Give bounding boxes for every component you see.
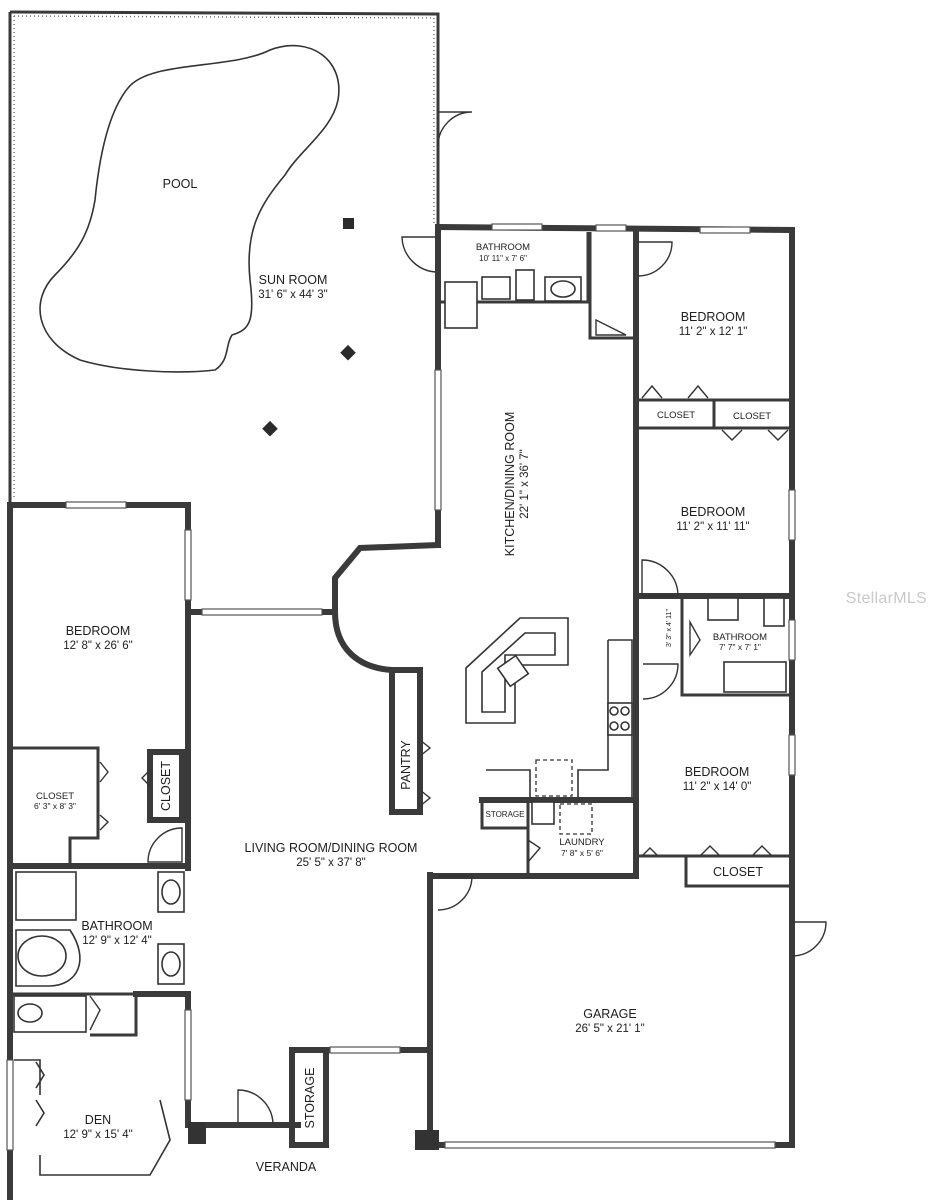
- pool-outline: [39, 44, 340, 373]
- bathroom-w: [7, 863, 191, 1037]
- bathroom-top-label: BATHROOM: [476, 242, 530, 253]
- storage-kitchen-label: STORAGE: [486, 810, 525, 819]
- bedroom-se-label: BEDROOM: [685, 765, 750, 779]
- hall-dims: 3' 3" x 4' 11": [666, 609, 673, 647]
- closet-w-dims: 6' 3" x 8' 3": [34, 801, 76, 811]
- closet-ne-1-label: CLOSET: [657, 410, 695, 421]
- bathroom-e-label: BATHROOM: [713, 632, 767, 643]
- den: [14, 991, 191, 1176]
- sun-room-label: SUN ROOM: [259, 273, 328, 287]
- closet-door: [641, 384, 789, 441]
- hall-wall: [588, 232, 638, 340]
- watermark: StellarMLS: [845, 590, 927, 607]
- door-swing: [641, 559, 679, 597]
- bedroom-se-dims: 11' 2" x 14' 0": [683, 781, 752, 793]
- bathroom-w-dims: 12' 9" x 12' 4": [82, 935, 151, 947]
- column-post: [262, 420, 278, 437]
- bedroom-se-walls: [427, 597, 639, 879]
- exterior-walls: [7, 223, 795, 1200]
- door-swing: [791, 921, 827, 957]
- kitchen-counter: [486, 639, 633, 800]
- storage-front-label: STORAGE: [303, 1068, 317, 1129]
- garage-dims: 26' 5" x 21' 1": [575, 1023, 644, 1035]
- laundry-walls: [479, 797, 639, 876]
- closet-ne-walls: [638, 398, 790, 430]
- door-swing: [147, 827, 183, 863]
- door-swing: [401, 236, 439, 273]
- bathroom-e-dims: 7' 7" x 7' 1": [719, 642, 761, 652]
- sun-room-enclosure: [8, 10, 440, 505]
- column-post: [343, 218, 354, 229]
- den-label: DEN: [85, 1113, 111, 1127]
- closet-se-label: CLOSET: [713, 865, 763, 879]
- bathroom-w-label: BATHROOM: [81, 919, 152, 933]
- kitchen-label: KITCHEN/DINING ROOM: [503, 412, 517, 556]
- laundry-label: LAUNDRY: [559, 837, 605, 848]
- bedroom-w-label: BEDROOM: [66, 624, 131, 638]
- living-dims: 25' 5" x 37' 8": [296, 857, 365, 869]
- door-swing: [437, 111, 473, 147]
- sun-room-dims: 31' 6" x 44' 3": [258, 289, 327, 301]
- door-swing: [237, 1089, 274, 1126]
- door-swing: [595, 318, 627, 336]
- bedroom-ne-dims: 11' 2" x 12' 1": [679, 326, 748, 338]
- bedroom-e-label: BEDROOM: [681, 505, 746, 519]
- bedroom-ne-label: BEDROOM: [681, 310, 746, 324]
- living-label: LIVING ROOM/DINING ROOM: [245, 841, 418, 855]
- closet-ne-2-label: CLOSET: [733, 411, 771, 422]
- bathroom-e: [680, 597, 790, 697]
- pool-label: POOL: [163, 177, 198, 191]
- den-dims: 12' 9" x 15' 4": [63, 1129, 132, 1141]
- closet-w-side-label: CLOSET: [159, 761, 173, 811]
- closet-w-label: CLOSET: [36, 791, 74, 802]
- bathroom-top: [440, 232, 590, 329]
- bathroom-top-dims: 10' 11" x 7' 6": [479, 254, 527, 263]
- closet-door: [641, 845, 773, 857]
- windows: [6, 223, 796, 1151]
- storage-front-walls: [289, 1047, 329, 1148]
- pantry-walls: [389, 667, 432, 815]
- column-post: [415, 1130, 439, 1150]
- laundry-dims: 7' 8" x 5' 6": [561, 848, 603, 858]
- pantry-label: PANTRY: [399, 740, 413, 790]
- veranda-label: VERANDA: [256, 1160, 317, 1174]
- bedroom-e-dims: 11' 2" x 11' 11": [676, 521, 749, 533]
- door-swing: [642, 663, 679, 700]
- kitchen-island: [465, 617, 569, 724]
- garage-label: GARAGE: [583, 1007, 637, 1021]
- door-swing: [437, 875, 473, 911]
- bedroom-w-dims: 12' 8" x 26' 6": [63, 640, 132, 652]
- column-post: [188, 1122, 206, 1144]
- column-post: [340, 344, 356, 361]
- kitchen-dims: 22' 1" x 36' 7": [519, 449, 531, 518]
- door-swing: [637, 241, 673, 277]
- closet-se-walls: [636, 854, 790, 888]
